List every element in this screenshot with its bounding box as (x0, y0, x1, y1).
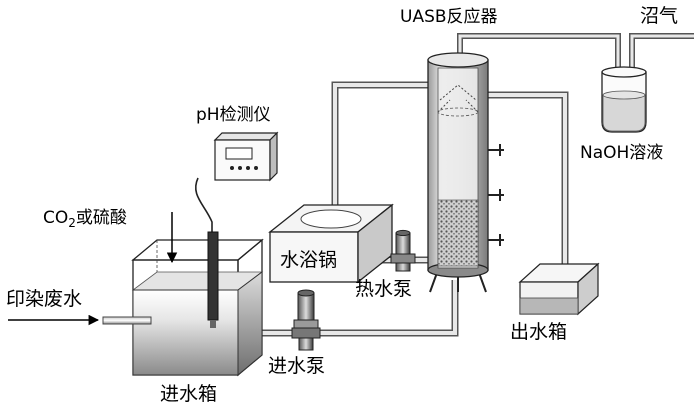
acid-label-main: CO (43, 208, 68, 228)
acid-label: CO2或硫酸 (43, 208, 127, 230)
ph-meter-label: pH检测仪 (196, 105, 271, 125)
biogas-label: 沼气 (640, 5, 678, 27)
hot-pump-label: 热水泵 (355, 278, 412, 300)
sampling-ports (488, 144, 504, 246)
feed-pump-label: 进水泵 (268, 355, 325, 377)
ph-probe (195, 177, 219, 328)
feed-pipe (250, 280, 459, 337)
effluent-tank-label: 出水箱 (510, 321, 567, 343)
water-bath-label: 水浴锅 (280, 249, 337, 271)
influent-label: 印染废水 (6, 288, 82, 310)
influent-inlet (8, 314, 152, 326)
uasb-label: UASB反应器 (400, 7, 498, 27)
uasb-reactor (427, 52, 504, 293)
water-bath-loop-pipe (331, 81, 430, 225)
hot-water-pump (390, 229, 416, 272)
acid-label-subscript: 2 (68, 216, 76, 230)
ph-meter (213, 131, 279, 182)
feed-tank (131, 238, 264, 377)
naoh-bottle (601, 66, 647, 133)
feed-pump (291, 289, 321, 351)
acid-label-tail: 或硫酸 (76, 208, 127, 228)
effluent-tank (518, 262, 600, 316)
naoh-label: NaOH溶液 (580, 143, 663, 163)
water-bath (268, 203, 394, 284)
feed-tank-label: 进水箱 (160, 383, 217, 405)
